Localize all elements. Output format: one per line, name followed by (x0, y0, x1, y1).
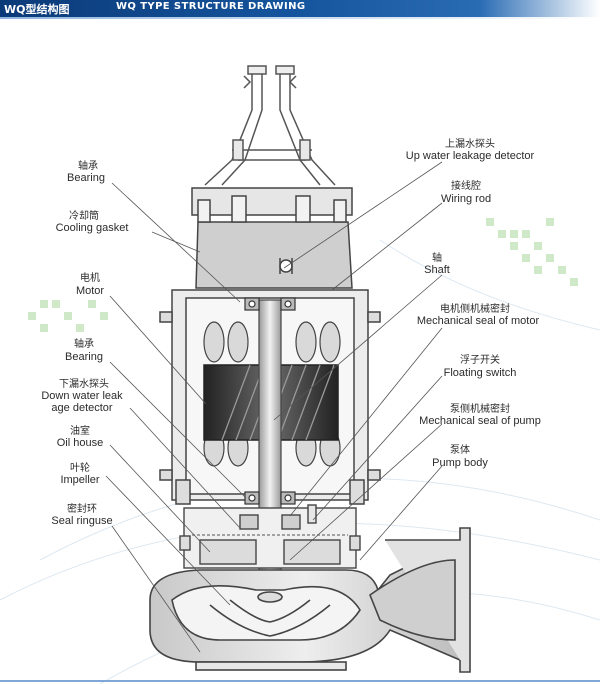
label-seal-ring-cn: 密封环 (67, 504, 97, 515)
label-floating-switch-cn: 浮子开关 (460, 355, 500, 366)
label-motor-cn: 电机 (80, 273, 100, 284)
header-bar: WQ型结构图 WQ TYPE STRUCTURE DRAWING (0, 0, 600, 17)
label-shaft-en: Shaft (424, 264, 450, 276)
header-rule (0, 17, 600, 19)
label-down-leak-en1: Down water leak (41, 390, 123, 402)
header-title-cn: WQ型结构图 (4, 3, 70, 16)
bearings (244, 297, 296, 505)
label-impeller-cn: 叶轮 (70, 463, 90, 474)
label-shaft-cn: 轴 (432, 253, 442, 264)
decorative-squares (28, 218, 578, 332)
label-bearing-top-cn: 轴承 (78, 161, 98, 172)
label-mech-seal-motor-en: Mechanical seal of motor (416, 315, 540, 327)
label-bearing-top-en: Bearing (67, 172, 105, 184)
label-pump-body-en: Pump body (432, 457, 488, 469)
label-up-leak-cn: 上漏水探头 (445, 139, 495, 150)
label-cooling-gasket-en: Cooling gasket (55, 222, 129, 234)
label-bearing-mid-cn: 轴承 (74, 339, 94, 350)
bottom-rule (0, 680, 600, 682)
label-floating-switch-en: Floating switch (443, 367, 517, 379)
label-oil-house-en: Oil house (56, 437, 104, 449)
label-down-leak-en2: age detector (51, 402, 113, 414)
lifting-handle (204, 65, 336, 186)
label-mech-seal-pump-cn: 泵侧机械密封 (450, 404, 510, 415)
label-down-leak-cn: 下漏水探头 (59, 379, 109, 390)
label-wiring-rod-en: Wiring rod (440, 193, 492, 205)
oil-chamber (179, 504, 361, 569)
leader-lines (105, 161, 443, 653)
label-oil-house-cn: 油室 (70, 426, 90, 437)
pump-body (149, 527, 471, 673)
label-wiring-rod-cn: 接线腔 (451, 181, 481, 192)
header-title-en: WQ TYPE STRUCTURE DRAWING (116, 1, 306, 12)
label-motor-en: Motor (75, 285, 105, 297)
label-pump-body-cn: 泵体 (450, 445, 470, 456)
label-up-leak-en: Up water leakage detector (405, 150, 535, 162)
label-impeller-en: Impeller (60, 474, 100, 486)
label-seal-ring-en: Seal ringuse (51, 515, 113, 527)
label-mech-seal-motor-cn: 电机侧机械密封 (440, 304, 510, 315)
top-cover (191, 187, 353, 289)
label-mech-seal-pump-en: Mechanical seal of pump (419, 415, 541, 427)
label-cooling-gasket-cn: 冷却筒 (69, 211, 99, 222)
label-bearing-mid-en: Bearing (65, 351, 103, 363)
